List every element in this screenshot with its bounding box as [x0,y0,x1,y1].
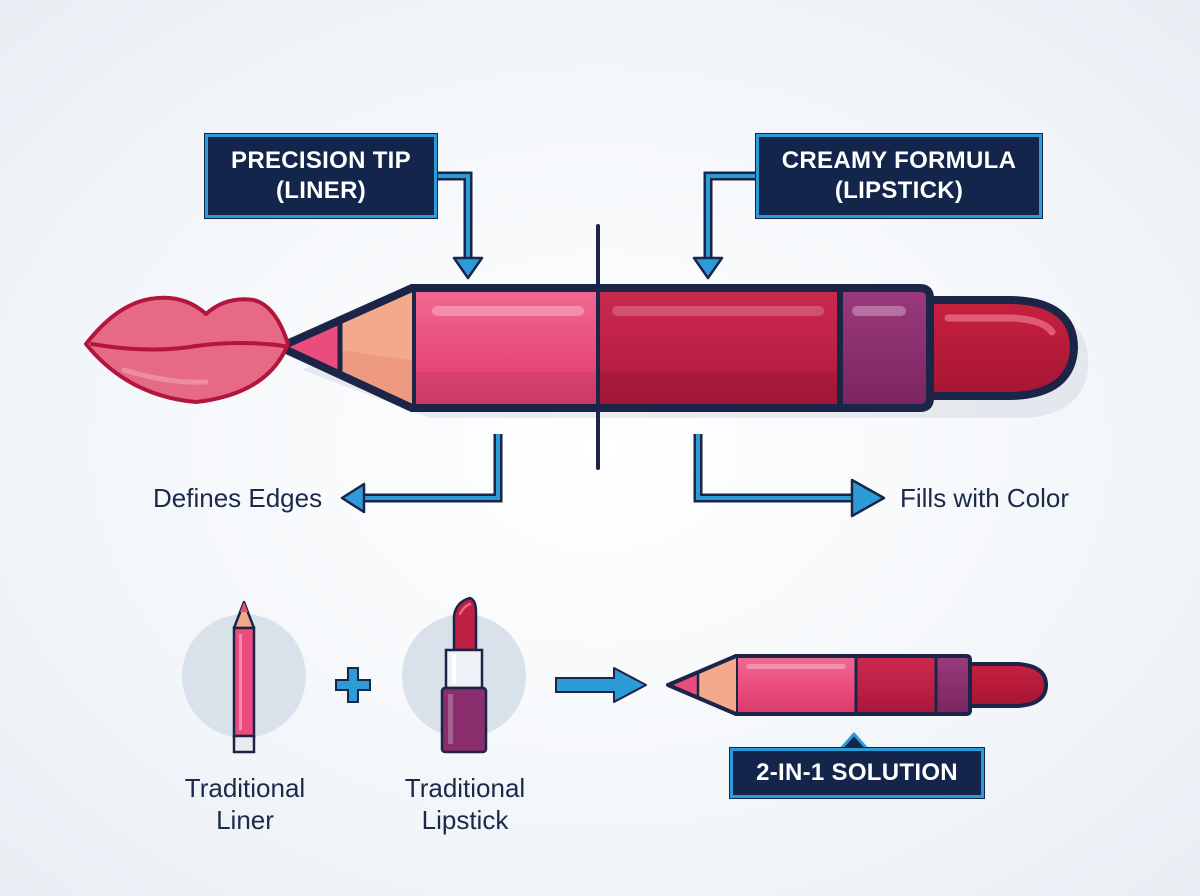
wood-shade [340,350,412,408]
pencil-lead [280,322,340,372]
pencil-band [840,288,930,408]
lips-icon [84,295,290,404]
pencil-body-outline [408,284,934,412]
liner-highlight [432,306,584,316]
creamy-formula-callout: CREAMY FORMULA (LIPSTICK) [756,134,1042,218]
lipstick-icon [440,596,488,754]
arrow-right-icon [555,667,647,703]
liner-caption-line1: Traditional [184,773,306,803]
creamy-formula-title: CREAMY FORMULA [781,147,1017,174]
body-shade [412,372,840,406]
traditional-liner-caption: Traditional Liner [145,772,345,836]
fills-with-color-label: Fills with Color [900,483,1070,513]
plus-icon [335,667,371,703]
defines-edges-label: Defines Edges [153,483,323,513]
creamy-formula-arrow [692,171,756,280]
precision-tip-arrow [432,171,484,280]
traditional-lipstick-caption: Traditional Lipstick [365,772,565,836]
lipstick-tip-highlight [944,314,1056,336]
lipstick-tip [922,296,1078,400]
pencil-body-liner [412,288,602,408]
fills-color-arrow [693,434,886,518]
solution-pencil [666,654,1048,716]
precision-tip-callout: PRECISION TIP (LINER) [205,134,437,218]
lipstick-caption-line1: Traditional [404,773,526,803]
solution-label: 2-IN-1 SOLUTION [756,759,958,786]
band-highlight [852,306,906,316]
pencil-icon [232,600,256,754]
precision-tip-title: PRECISION TIP [231,147,411,174]
main-pencil [276,284,1089,418]
liner-caption-line2: Liner [216,805,274,835]
defines-edges-arrow [340,434,503,514]
pencil-body-lipstick [600,288,840,408]
lipstick-highlight [612,306,824,316]
creamy-formula-subtitle: (LIPSTICK) [834,177,964,204]
precision-tip-subtitle: (LINER) [275,177,367,204]
solution-callout: 2-IN-1 SOLUTION [730,748,984,798]
lipstick-caption-line2: Lipstick [421,805,509,835]
